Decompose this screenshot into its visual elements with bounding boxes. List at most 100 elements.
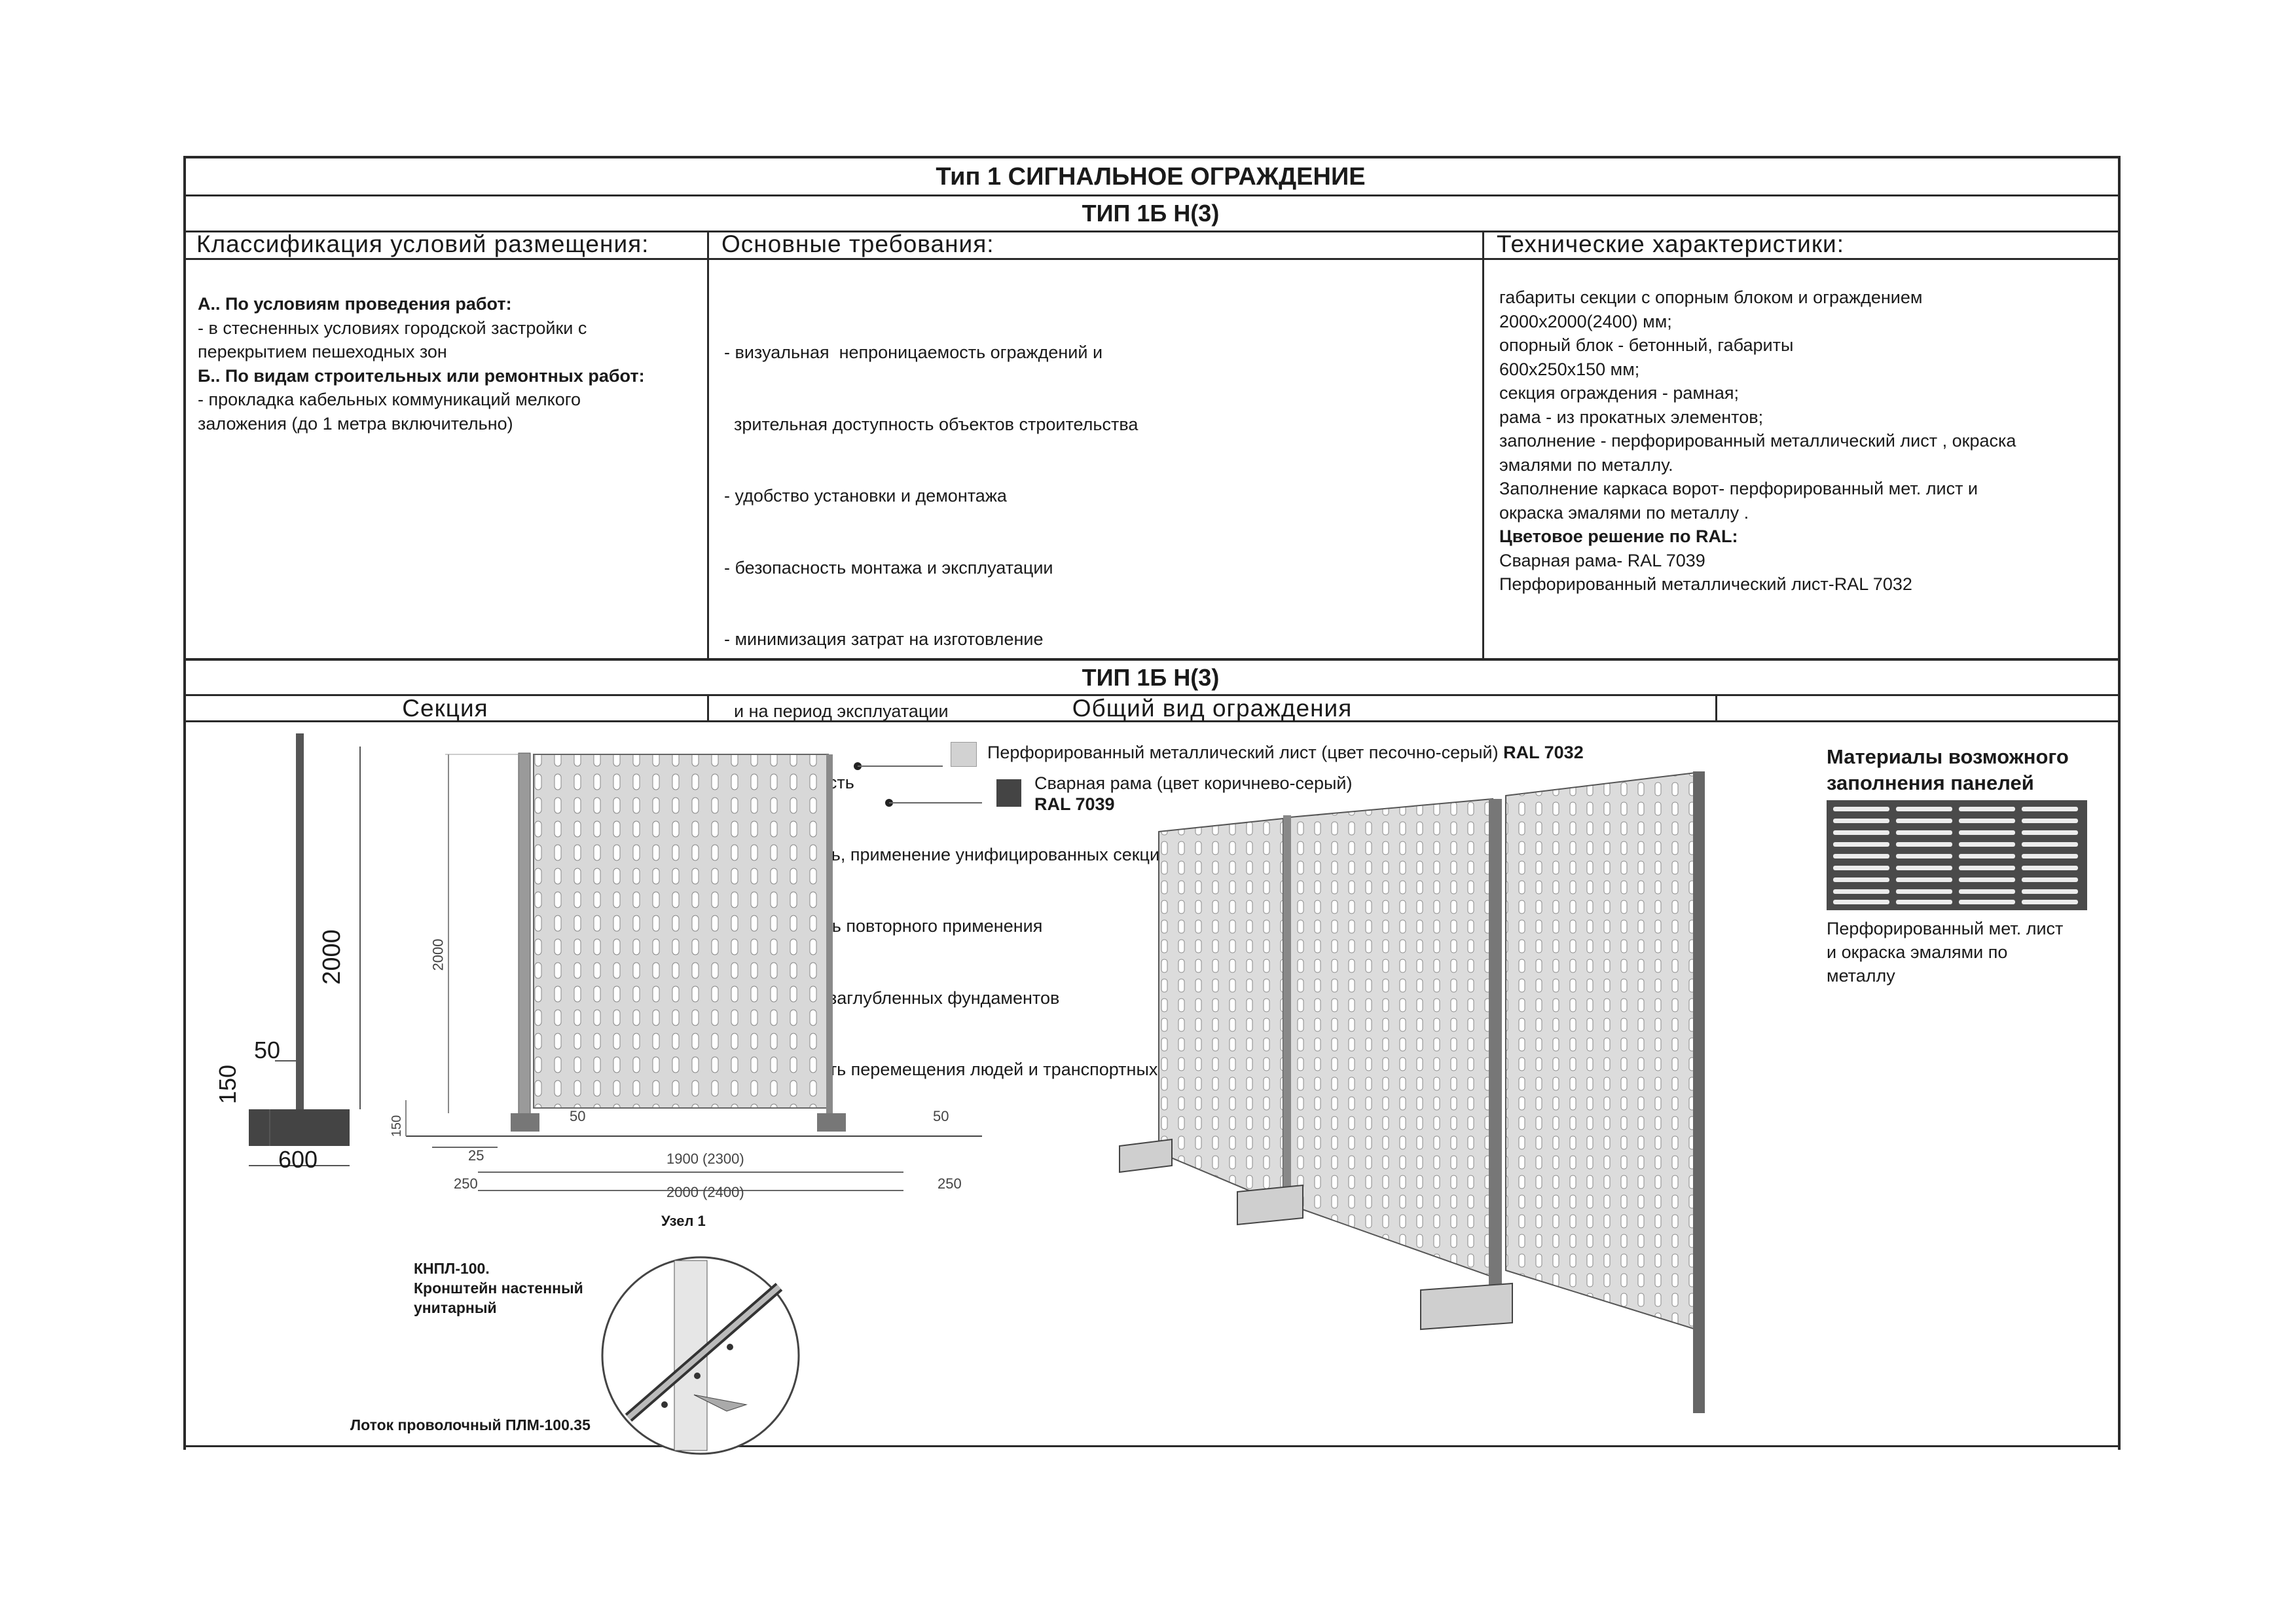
fence-panel-3: [1505, 771, 1696, 1331]
fence-panel-1: [1158, 817, 1284, 1206]
classification-line: заложения (до 1 метра включительно): [198, 413, 513, 434]
post-3: [1693, 771, 1705, 1413]
technical-line: Цветовое решение по RAL:: [1499, 526, 1738, 546]
dim-250-left: 250: [454, 1175, 478, 1192]
post-2: [1489, 799, 1502, 1297]
column-divider-2: [1482, 231, 1484, 659]
technical-text: габариты секции с опорным блоком и ограж…: [1499, 286, 2016, 597]
right-post: [826, 754, 833, 1113]
page-title: Тип 1 СИГНАЛЬНОЕ ОГРАЖДЕНИЕ: [936, 163, 1366, 191]
block-1: [1119, 1138, 1173, 1173]
bracket-label-line: унитарный: [414, 1299, 497, 1316]
dim-1900: 1900 (2300): [666, 1151, 744, 1167]
legend-frame-text: Сварная рама (цвет коричнево-серый): [1034, 773, 1353, 793]
legend-frame: Сварная рама (цвет коричнево-серый) RAL …: [1034, 773, 1353, 815]
bracket-label-line: Кронштейн настенный: [414, 1280, 583, 1297]
general-view-label: Общий вид ограждения: [1072, 695, 1353, 722]
materials-title-line: заполнения панелей: [1827, 771, 2034, 794]
dim-25: 25: [468, 1147, 484, 1164]
classification-heading: Классификация условий размещения:: [196, 231, 649, 257]
node-label: Узел 1: [661, 1213, 706, 1229]
legend-perforated-swatch: [951, 742, 977, 767]
technical-line: опорный блок - бетонный, габариты: [1499, 335, 1794, 355]
legend-frame-swatch: [996, 779, 1021, 807]
technical-line: Заполнение каркаса ворот- перфорированны…: [1499, 479, 1978, 498]
rule-below-column-heads: [183, 258, 2118, 260]
tray-label: Лоток проволочный ПЛМ-100.35: [350, 1416, 591, 1433]
post-1: [1283, 815, 1291, 1208]
materials-title-line: Материалы возможного: [1827, 745, 2069, 768]
requirement-line: - минимизация затрат на изготовление: [724, 629, 1044, 649]
technical-line: окраска эмалями по металлу .: [1499, 502, 1749, 523]
dim-250-right: 250: [938, 1175, 962, 1192]
dim-2000-side: 2000: [318, 929, 346, 985]
materials-title: Материалы возможного заполнения панелей: [1827, 744, 2069, 796]
column-divider-1: [707, 231, 709, 659]
requirement-line: и на период эксплуатации: [724, 701, 949, 721]
fence-panel-2: [1289, 798, 1493, 1278]
materials-caption-line: металлу: [1827, 966, 1895, 986]
node-detail: [601, 1256, 800, 1455]
materials-caption-line: и окраска эмалями по: [1827, 942, 2008, 962]
bracket-label: КНПЛ-100. Кронштейн настенный унитарный: [414, 1259, 583, 1318]
materials-caption-line: Перфорированный мет. лист: [1827, 919, 2064, 938]
classification-text: А.. По условиям проведения работ: - в ст…: [198, 292, 645, 435]
technical-line: 2000х2000(2400) мм;: [1499, 311, 1672, 331]
left-post: [518, 752, 531, 1120]
technical-line: секция ограждения - рамная;: [1499, 383, 1739, 403]
general-view: [1119, 771, 1705, 1413]
concrete-block: [249, 1109, 350, 1146]
side-profile-drawing: [249, 733, 361, 1166]
dim-600-side: 600: [278, 1146, 318, 1173]
right-block: [817, 1113, 846, 1132]
technical-line: эмалями по металлу.: [1499, 454, 1673, 475]
page-subtitle: ТИП 1Б Н(3): [1082, 200, 1220, 227]
requirement-line: зрительная доступность объектов строител…: [724, 414, 1139, 434]
block-2: [1237, 1184, 1303, 1226]
legend-perforated-text: Перфорированный металлический лист (цвет…: [987, 743, 1504, 762]
dim-150-side: 150: [214, 1064, 242, 1105]
dim-50-side: 50: [254, 1037, 281, 1063]
technical-line: Сварная рама- RAL 7039: [1499, 550, 1705, 570]
drawing-divider-1: [707, 694, 709, 722]
rule-above-band: [183, 658, 2118, 661]
dim-150-inner: 150: [390, 1115, 405, 1137]
rule-below-subtitle: [183, 231, 2118, 232]
legend-perforated: Перфорированный металлический лист (цвет…: [987, 742, 1584, 763]
technical-line: габариты секции с опорным блоком и ограж…: [1499, 287, 1923, 307]
rule-below-drawing-heads: [183, 720, 2118, 722]
dim-50-right: 50: [933, 1108, 949, 1124]
legend-frame-code: RAL 7039: [1034, 794, 1115, 814]
requirement-line: - визуальная непроницаемость ограждений …: [724, 342, 1103, 362]
requirements-heading: Основные требования:: [721, 231, 994, 257]
bracket-label-line: КНПЛ-100.: [414, 1260, 490, 1277]
technical-heading: Технические характеристики:: [1497, 231, 1844, 257]
classification-line: А.. По условиям проведения работ:: [198, 294, 512, 314]
sheet-frame: [183, 156, 2121, 1450]
classification-line: - прокладка кабельных коммуникаций мелко…: [198, 390, 581, 409]
block-3: [1420, 1282, 1513, 1331]
dim-50-left: 50: [570, 1108, 586, 1124]
band-title: ТИП 1Б Н(3): [1082, 664, 1220, 691]
materials-caption: Перфорированный мет. лист и окраска эмал…: [1827, 917, 2063, 987]
drawing-divider-2: [1715, 694, 1717, 722]
dim-2000-inner: 2000: [429, 938, 446, 971]
materials-swatch: [1827, 800, 2087, 910]
rule-bottom: [183, 1445, 2118, 1447]
rule-below-band: [183, 694, 2118, 696]
classification-line: перекрытием пешеходных зон: [198, 342, 447, 361]
technical-line: 600х250х150 мм;: [1499, 359, 1640, 379]
section-elevation: [405, 752, 982, 1191]
perforated-panel: [533, 754, 829, 1109]
classification-line: - в стесненных условиях городской застро…: [198, 318, 587, 338]
dim-2000-span: 2000 (2400): [666, 1184, 744, 1200]
requirement-line: - безопасность монтажа и эксплуатации: [724, 557, 1053, 578]
technical-line: рама - из прокатных элементов;: [1499, 407, 1764, 427]
legend-perforated-code: RAL 7032: [1503, 743, 1584, 762]
post: [296, 733, 304, 1109]
section-label: Секция: [402, 695, 488, 722]
technical-line: заполнение - перфорированный металлическ…: [1499, 431, 2016, 451]
technical-line: Перфорированный металлический лист-RAL 7…: [1499, 574, 1912, 594]
requirement-line: - удобство установки и демонтажа: [724, 486, 1007, 506]
left-block: [511, 1113, 539, 1132]
